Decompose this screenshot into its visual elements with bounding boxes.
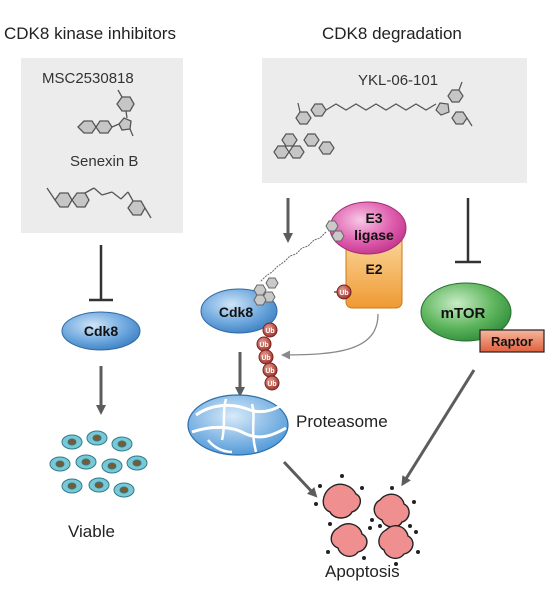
apoptotic-cells bbox=[314, 474, 420, 566]
viable-cell bbox=[61, 434, 83, 450]
viable-cells bbox=[49, 430, 148, 498]
viable-cell bbox=[49, 456, 71, 472]
ub-chain-label-1: Ub bbox=[265, 328, 274, 335]
viable-cell bbox=[61, 478, 83, 494]
apoptotic-cell bbox=[314, 474, 364, 519]
apoptotic-cell bbox=[378, 524, 420, 566]
arrow-mtor-to-apoptosis bbox=[401, 369, 476, 487]
msc2530818-label: MSC2530818 bbox=[42, 70, 134, 87]
cdk8-left-label: Cdk8 bbox=[84, 323, 118, 339]
degrader-linker bbox=[259, 231, 327, 283]
senexin-b-structure bbox=[46, 187, 152, 219]
degrader-e3-binder bbox=[325, 220, 345, 242]
cdk8-right-label: Cdk8 bbox=[219, 304, 253, 320]
ub-chain-label-5: Ub bbox=[267, 381, 276, 388]
apoptotic-cell bbox=[326, 522, 372, 560]
ub-transfer-arrow bbox=[281, 313, 379, 360]
apoptotic-cell bbox=[370, 486, 416, 528]
right-panel-title: CDK8 degradation bbox=[322, 24, 462, 43]
degrader-cdk8-binder bbox=[253, 277, 279, 306]
ub-on-e2-label: Ub bbox=[339, 290, 348, 297]
mtor-label: mTOR bbox=[441, 305, 486, 322]
viable-caption: Viable bbox=[68, 522, 115, 541]
ub-chain-label-2: Ub bbox=[259, 342, 268, 349]
viable-cell bbox=[75, 454, 97, 470]
degrader-compound-box bbox=[262, 58, 527, 183]
inhibitor-compound-box bbox=[21, 58, 183, 233]
ub-chain-label-3: Ub bbox=[261, 355, 270, 362]
ub-chain-label-4: Ub bbox=[265, 368, 274, 375]
ub-on-e2 bbox=[336, 284, 352, 300]
senexin-b-label: Senexin B bbox=[70, 153, 139, 170]
viable-cell bbox=[86, 430, 108, 446]
e2-label: E2 bbox=[365, 261, 382, 277]
e3-label-line1: E3 bbox=[365, 210, 382, 226]
viable-cell bbox=[126, 455, 148, 471]
arrow-proteasome-to-apoptosis bbox=[282, 460, 318, 498]
ubiquitin-chain bbox=[256, 322, 280, 391]
apoptosis-caption: Apoptosis bbox=[325, 562, 400, 581]
proteasome bbox=[187, 394, 289, 456]
ykl-06-101-structure bbox=[273, 81, 473, 159]
cdk8-left-node bbox=[61, 311, 141, 351]
proteasome-caption: Proteasome bbox=[296, 412, 388, 431]
ykl-06-101-label: YKL-06-101 bbox=[358, 72, 439, 89]
viable-cell bbox=[88, 477, 110, 493]
left-panel-title: CDK8 kinase inhibitors bbox=[4, 24, 176, 43]
raptor-node bbox=[479, 329, 545, 353]
viable-cell bbox=[101, 458, 123, 474]
mtor-node bbox=[420, 282, 512, 342]
viable-cell bbox=[113, 482, 135, 498]
msc2530818-structure bbox=[77, 89, 135, 137]
viable-cell bbox=[111, 436, 133, 452]
e3-label-line2: ligase bbox=[354, 227, 394, 243]
raptor-label: Raptor bbox=[491, 334, 533, 349]
